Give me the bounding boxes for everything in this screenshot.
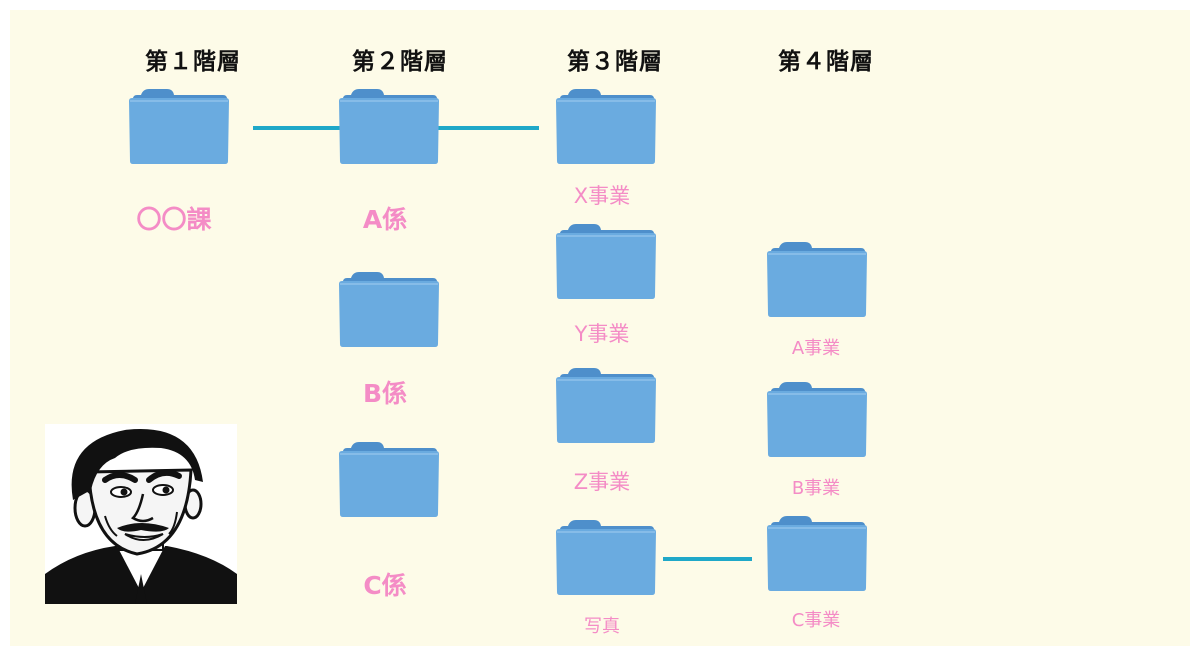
folder-icon[interactable] bbox=[765, 380, 869, 458]
folder-label-y-jigyou: Y事業 bbox=[574, 322, 630, 346]
folder-label-x-jigyou: X事業 bbox=[573, 184, 631, 208]
folder-label-photo: 写真 bbox=[584, 616, 620, 637]
folder-label-a-kakari: A係 bbox=[362, 205, 408, 234]
folder-label-c-kakari: C係 bbox=[363, 571, 407, 600]
folder-icon[interactable] bbox=[554, 87, 658, 165]
connector-line bbox=[663, 557, 752, 561]
folder-icon[interactable] bbox=[337, 440, 441, 518]
header-level-1: 第１階層 bbox=[145, 49, 241, 75]
folder-label-a-jigyou: A事業 bbox=[791, 338, 841, 359]
folder-icon[interactable] bbox=[765, 240, 869, 318]
skeptical-face-icon bbox=[45, 424, 237, 604]
header-level-3: 第３階層 bbox=[567, 49, 663, 75]
folder-icon[interactable] bbox=[127, 87, 231, 165]
folder-icon[interactable] bbox=[554, 222, 658, 300]
header-level-2: 第２階層 bbox=[352, 49, 448, 75]
folder-icon[interactable] bbox=[554, 518, 658, 596]
folder-icon[interactable] bbox=[337, 87, 441, 165]
folder-label-b-jigyou: B事業 bbox=[791, 478, 841, 499]
folder-label-level1: 〇〇課 bbox=[136, 205, 212, 234]
folder-icon[interactable] bbox=[337, 270, 441, 348]
folder-label-c-jigyou: C事業 bbox=[791, 610, 841, 631]
folder-icon[interactable] bbox=[554, 366, 658, 444]
folder-label-b-kakari: B係 bbox=[362, 379, 408, 408]
header-level-4: 第４階層 bbox=[778, 49, 874, 75]
diagram-canvas: 第１階層 第２階層 第３階層 第４階層 〇〇課 A係 B係 C係 X事業 Y事業… bbox=[10, 10, 1190, 646]
folder-label-z-jigyou: Z事業 bbox=[573, 470, 631, 494]
folder-icon[interactable] bbox=[765, 514, 869, 592]
